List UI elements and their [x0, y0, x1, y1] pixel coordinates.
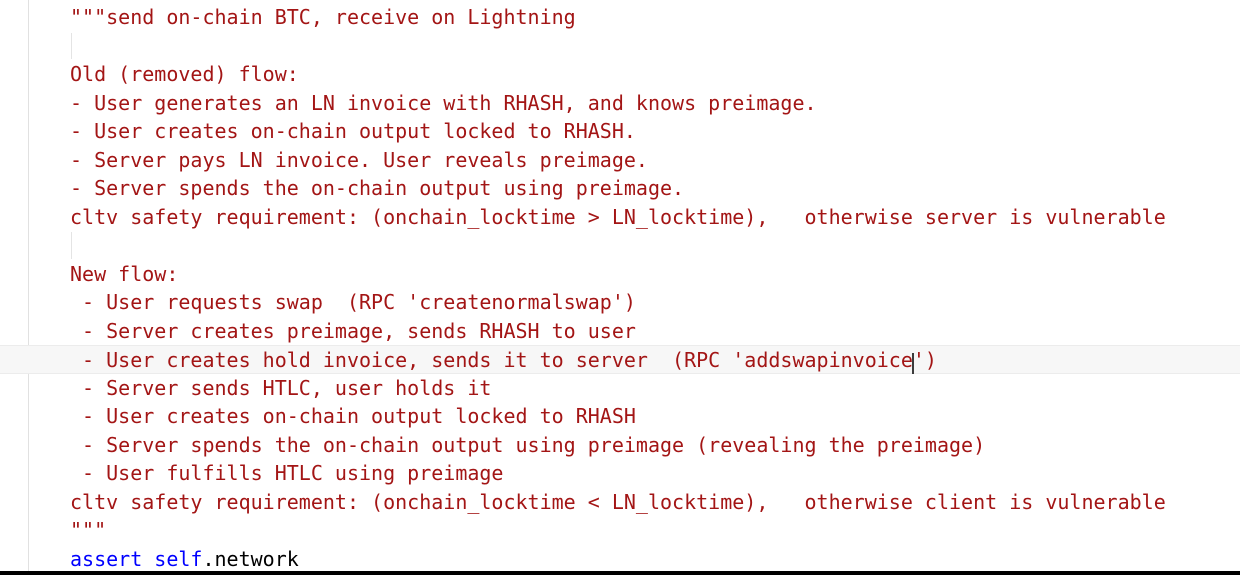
code-token-string: - User creates on-chain output locked to… [70, 119, 636, 143]
code-token-string: New flow: [70, 261, 179, 286]
code-token-string: cltv safety requirement: (onchain_lockti… [70, 204, 1166, 229]
code-token-string: """send on-chain BTC, receive on Lightni… [70, 5, 576, 29]
code-token-string: ') [912, 348, 937, 372]
code-token-string: - Server pays LN invoice. User reveals p… [70, 147, 648, 172]
code-line[interactable]: - Server sends HTLC, user holds it [0, 374, 1240, 403]
code-token-string: - Server spends the on-chain output usin… [70, 432, 986, 457]
code-line[interactable] [0, 32, 1240, 61]
code-line[interactable]: - Server spends the on-chain output usin… [0, 431, 1240, 460]
code-line[interactable]: Old (removed) flow: [0, 60, 1240, 89]
code-token-string: - User fulfills HTLC using preimage [70, 461, 504, 485]
code-token-string: cltv safety requirement: (onchain_lockti… [70, 489, 1166, 514]
code-token-default [142, 547, 154, 571]
code-line-current[interactable]: - User creates hold invoice, sends it to… [0, 345, 1240, 374]
code-line[interactable]: - User requests swap (RPC 'createnormals… [0, 288, 1240, 317]
code-line[interactable]: cltv safety requirement: (onchain_lockti… [0, 488, 1240, 517]
code-token-default: .network [202, 546, 299, 571]
code-line[interactable]: - User generates an LN invoice with RHAS… [0, 89, 1240, 118]
code-line[interactable]: - User creates on-chain output locked to… [0, 402, 1240, 431]
code-line[interactable]: assert self.network [0, 545, 1240, 574]
code-line[interactable]: cltv safety requirement: (onchain_lockti… [0, 203, 1240, 232]
code-token-string: - User generates an LN invoice with RHAS… [70, 90, 817, 115]
code-line[interactable]: - User fulfills HTLC using preimage [0, 459, 1240, 488]
code-token-string: - Server spends the on-chain output usin… [70, 176, 685, 200]
indent-guide-segment [71, 32, 72, 59]
code-token-string: - User requests swap (RPC 'createnormals… [70, 290, 636, 314]
text-cursor [911, 353, 914, 374]
code-line[interactable]: """ [0, 516, 1240, 545]
code-token-keyword: self [154, 546, 203, 571]
code-token-string: Old (removed) flow: [70, 62, 299, 86]
code-line[interactable]: """send on-chain BTC, receive on Lightni… [0, 3, 1240, 32]
code-token-string: - Server creates preimage, sends RHASH t… [70, 318, 636, 343]
code-token-string: - User creates on-chain output locked to… [70, 404, 636, 428]
indent-guide-segment [71, 232, 72, 259]
code-token-string: - User creates hold invoice, sends it to… [70, 348, 913, 372]
code-token-string: """ [70, 518, 107, 542]
code-line[interactable]: - Server creates preimage, sends RHASH t… [0, 317, 1240, 346]
code-line[interactable]: - User creates on-chain output locked to… [0, 117, 1240, 146]
code-line[interactable] [0, 231, 1240, 260]
window-bottom-edge [0, 571, 1240, 575]
code-line[interactable]: New flow: [0, 260, 1240, 289]
code-lines-container: """send on-chain BTC, receive on Lightni… [0, 3, 1240, 573]
code-token-string: - Server sends HTLC, user holds it [70, 375, 492, 400]
code-line[interactable]: - Server spends the on-chain output usin… [0, 174, 1240, 203]
code-token-keyword: assert [70, 546, 143, 571]
code-line[interactable]: - Server pays LN invoice. User reveals p… [0, 146, 1240, 175]
